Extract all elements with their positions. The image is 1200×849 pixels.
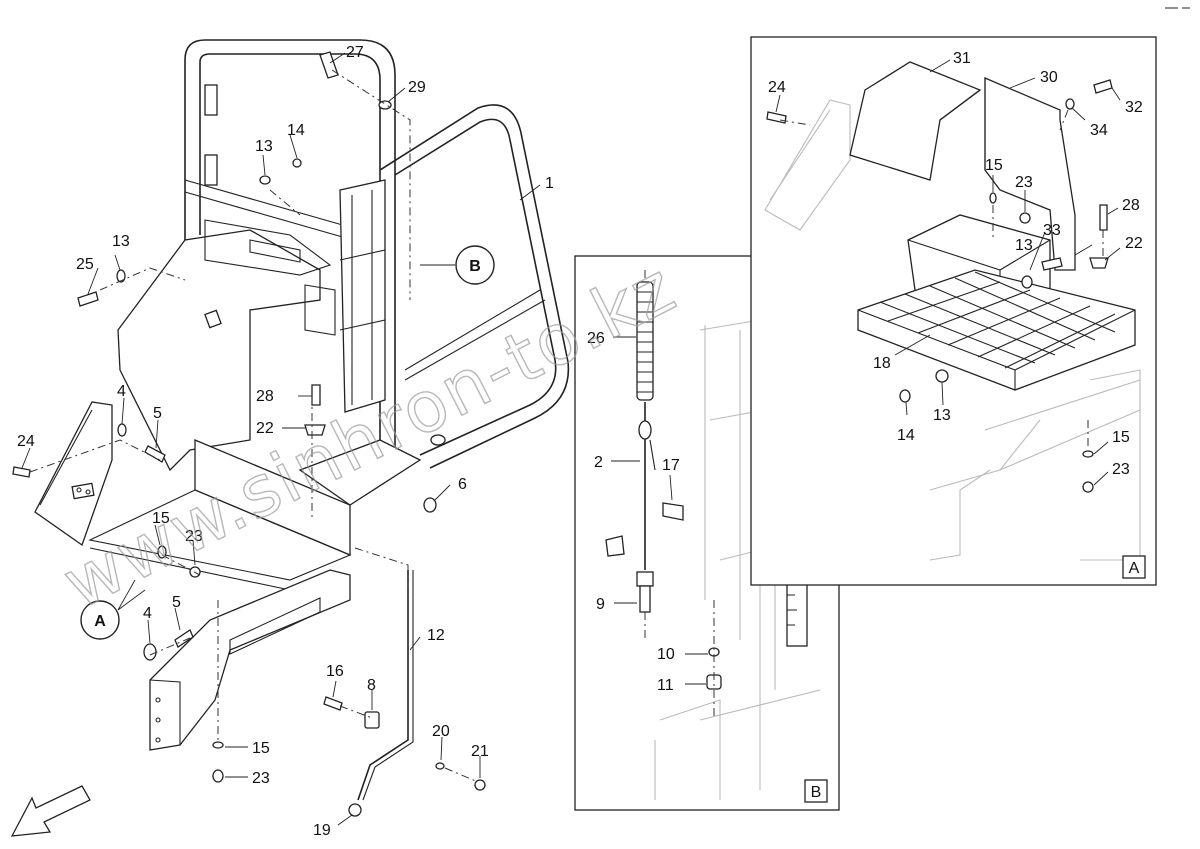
label-27: 27 — [346, 44, 364, 61]
lower-platform — [88, 439, 422, 591]
label-15: 15 — [1112, 429, 1130, 446]
label-15: 15 — [152, 510, 170, 527]
label-29: 29 — [408, 79, 426, 96]
label-1: 1 — [545, 175, 554, 192]
label-11: 11 — [657, 677, 674, 694]
mounting-plate — [984, 77, 1076, 271]
label-28: 28 — [1122, 197, 1140, 214]
label-10: 10 — [657, 646, 675, 663]
svg-text:A: A — [94, 613, 106, 630]
handrail-frame — [184, 39, 570, 469]
label-13: 13 — [1015, 237, 1033, 254]
callout-a[interactable]: A — [80, 600, 120, 640]
label-12: 12 — [427, 627, 445, 644]
left-end-plate — [34, 401, 113, 547]
label-14: 14 — [287, 122, 305, 139]
label-33: 33 — [1043, 222, 1061, 239]
label-22: 22 — [1125, 235, 1143, 252]
label-19: 19 — [313, 822, 331, 839]
label-24: 24 — [768, 79, 786, 96]
detail-b-tag: B — [804, 779, 828, 803]
lower-support-bracket — [149, 569, 351, 751]
label-5: 5 — [172, 594, 181, 611]
main-part-labels: 1 27 29 14 13 13 25 4 5 24 28 22 6 15 23… — [17, 44, 554, 839]
label-24: 24 — [17, 433, 35, 450]
label-22: 22 — [256, 420, 274, 437]
label-23: 23 — [1015, 174, 1033, 191]
step-cover — [849, 61, 982, 181]
label-8: 8 — [367, 677, 376, 694]
spring — [636, 281, 654, 401]
label-21: 21 — [471, 743, 489, 760]
detail-a-leaders — [775, 59, 1121, 486]
label-13: 13 — [255, 138, 273, 155]
label-32: 32 — [1125, 99, 1143, 116]
label-26: 26 — [587, 330, 605, 347]
label-17: 17 — [662, 457, 680, 474]
step-grating — [857, 269, 1136, 391]
svg-text:A: A — [1129, 560, 1140, 577]
label-25: 25 — [76, 256, 94, 273]
label-4: 4 — [143, 605, 152, 622]
label-13: 13 — [112, 233, 130, 250]
label-23: 23 — [185, 528, 203, 545]
label-2: 2 — [594, 454, 603, 471]
label-28: 28 — [256, 388, 274, 405]
label-5: 5 — [153, 405, 162, 422]
label-14: 14 — [897, 427, 915, 444]
label-4: 4 — [117, 383, 126, 400]
svg-text:B: B — [469, 258, 481, 275]
svg-text:B: B — [811, 784, 822, 801]
detail-a-labels: 31 30 32 34 24 15 23 28 33 13 22 18 14 1… — [768, 50, 1143, 478]
label-15: 15 — [985, 157, 1003, 174]
label-23: 23 — [1112, 461, 1130, 478]
detail-a-tag: A — [1122, 555, 1146, 579]
label-16: 16 — [326, 663, 344, 680]
direction-arrow-icon — [10, 785, 91, 837]
linkage-rod — [348, 570, 414, 817]
fasteners — [12, 51, 486, 791]
callout-b[interactable]: B — [455, 245, 495, 285]
main-leader-lines — [21, 52, 541, 826]
label-18: 18 — [873, 355, 891, 372]
label-23: 23 — [252, 770, 270, 787]
detail-a-panel: 31 30 32 34 24 15 23 28 33 13 22 18 14 1… — [750, 36, 1157, 586]
label-6: 6 — [458, 476, 467, 493]
label-15: 15 — [252, 740, 270, 757]
label-13: 13 — [933, 407, 951, 424]
main-assembly: B A 1 27 29 14 13 13 25 4 5 24 28 22 6 1… — [10, 39, 570, 839]
side-bracket-plate — [117, 219, 336, 472]
assembly-center-lines — [29, 69, 479, 783]
label-9: 9 — [596, 596, 605, 613]
label-34: 34 — [1090, 122, 1108, 139]
label-31: 31 — [953, 50, 971, 67]
label-20: 20 — [432, 723, 450, 740]
label-30: 30 — [1040, 69, 1058, 86]
